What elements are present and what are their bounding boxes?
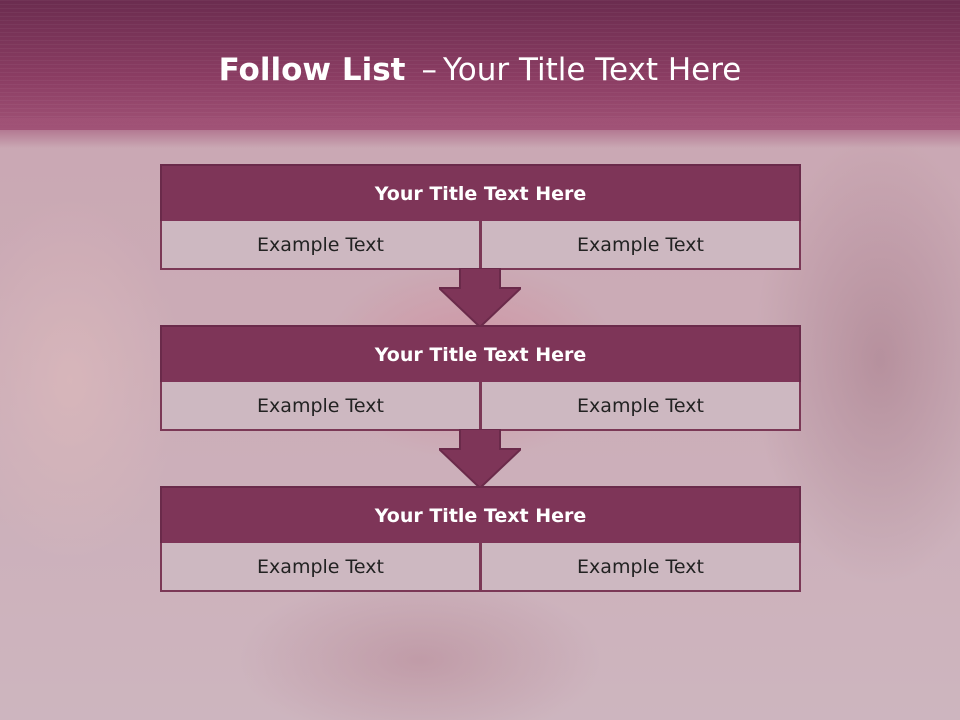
block-title: Your Title Text Here [160, 325, 801, 384]
block-title: Your Title Text Here [160, 486, 801, 545]
header-band [0, 0, 960, 130]
block-cell-left: Example Text [160, 221, 481, 270]
block-cell-left: Example Text [160, 382, 481, 431]
follow-block-2: Your Title Text Here Example Text Exampl… [160, 325, 801, 431]
follow-block-1: Your Title Text Here Example Text Exampl… [160, 164, 801, 270]
block-cell-left: Example Text [160, 543, 481, 592]
slide-title-text: Your Title Text Here [442, 52, 742, 88]
slide-title-bold: Follow List [218, 52, 406, 88]
slide-title-separator: – [421, 52, 437, 88]
block-title: Your Title Text Here [160, 164, 801, 223]
block-cell-right: Example Text [480, 543, 801, 592]
header-fade [0, 118, 960, 148]
down-arrow-icon [439, 268, 521, 328]
down-arrow-icon [439, 429, 521, 489]
follow-block-3: Your Title Text Here Example Text Exampl… [160, 486, 801, 592]
block-cell-right: Example Text [480, 221, 801, 270]
block-cell-right: Example Text [480, 382, 801, 431]
slide-title: Follow List–Your Title Text Here [0, 52, 960, 88]
